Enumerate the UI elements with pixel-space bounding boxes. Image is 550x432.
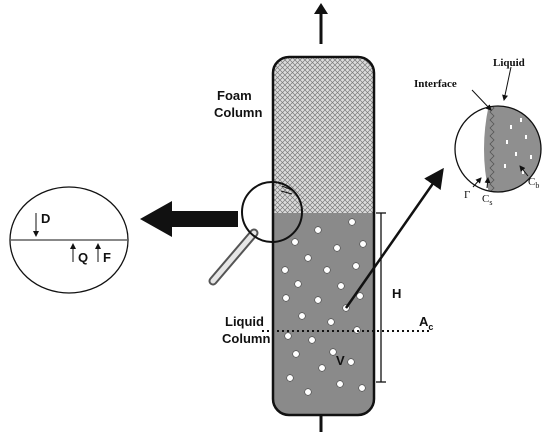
height-dimension	[376, 212, 386, 383]
interface-detail-ellipse	[9, 186, 129, 294]
liquid-label: Liquid	[493, 57, 525, 69]
column-outline	[271, 55, 376, 417]
gas-bubbles	[281, 218, 367, 396]
zoom-left-arrow	[140, 201, 238, 237]
height-label: H	[392, 286, 401, 301]
flow-label: Q	[78, 250, 88, 265]
cb-label: Cb	[528, 176, 539, 190]
drainage-label: D	[41, 211, 50, 226]
foam-column-label: Foam Column	[214, 88, 262, 120]
liquid-column-label: Liquid Column	[222, 314, 270, 346]
volume-label: V	[336, 353, 345, 368]
column	[273, 57, 374, 415]
foam-region	[273, 57, 374, 213]
magnifying-glass-icon	[208, 181, 303, 286]
area-label: Ac	[419, 314, 433, 332]
cs-label: Cs	[482, 193, 492, 207]
liquid-region	[273, 213, 374, 415]
lens-marks	[280, 185, 293, 195]
bubble-detail	[454, 66, 542, 193]
top-outlet-arrow	[314, 3, 328, 44]
interface-label: Interface	[414, 78, 457, 90]
gamma-label: Γ	[464, 189, 470, 201]
foam-flux-label: F	[103, 250, 111, 265]
zoom-bubble-arrow	[344, 167, 444, 309]
